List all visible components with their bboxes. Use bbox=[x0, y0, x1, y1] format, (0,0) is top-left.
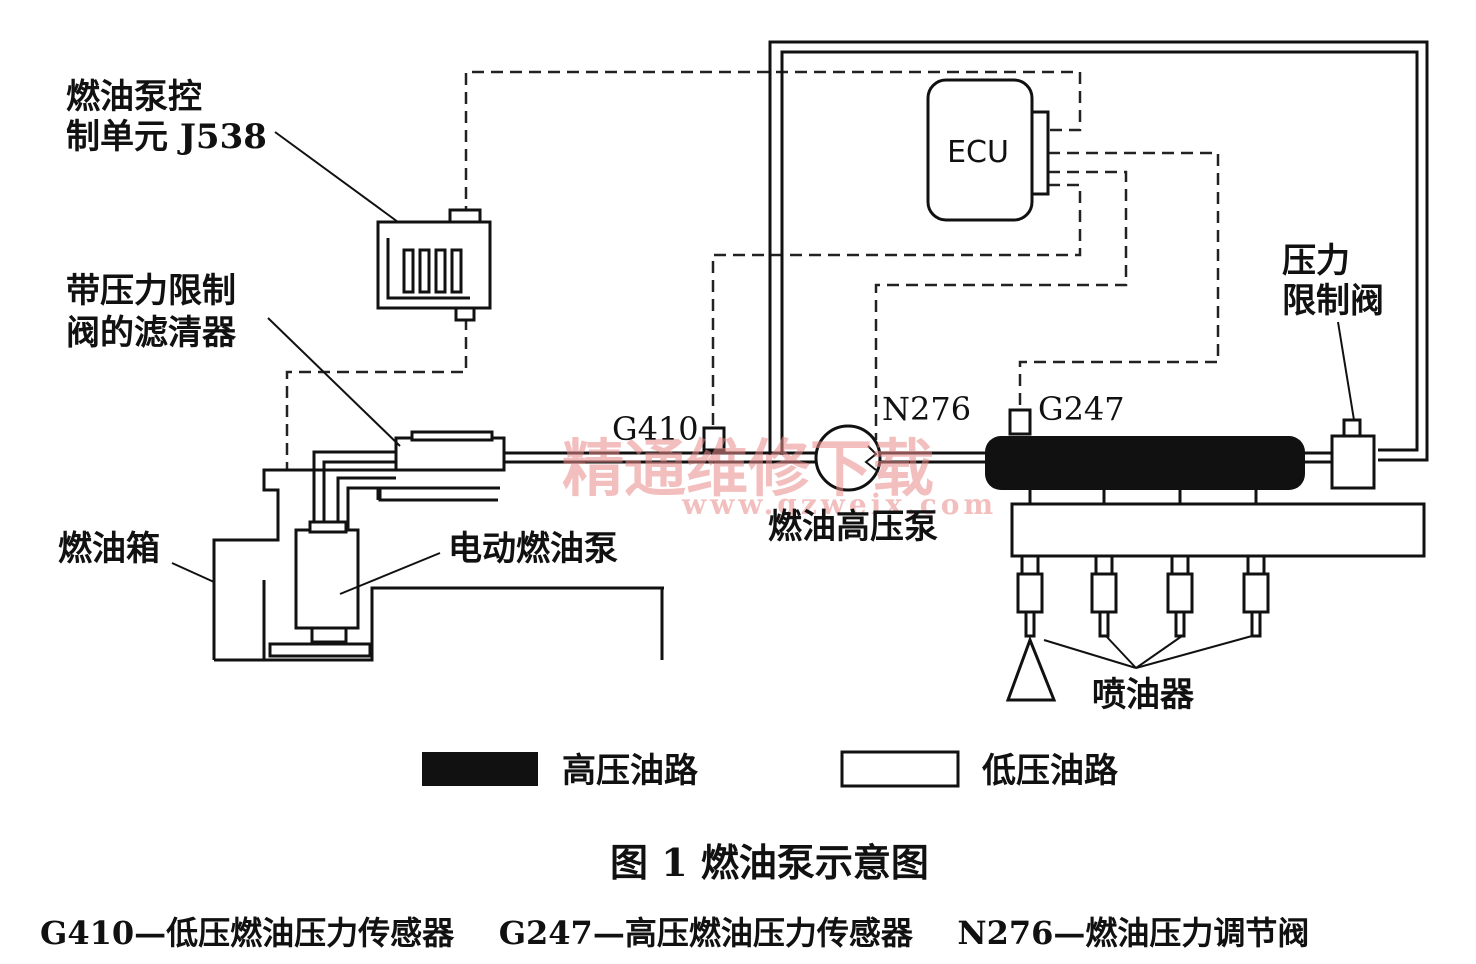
spray-cone bbox=[1005, 635, 1057, 702]
injector-3 bbox=[1166, 554, 1194, 638]
legend-low-label: 低压油路 bbox=[982, 751, 1119, 791]
fuel-tank bbox=[212, 468, 664, 662]
legend-high-label: 高压油路 bbox=[562, 751, 699, 791]
label-control-unit-1: 燃油泵控 bbox=[66, 77, 202, 117]
injector-4 bbox=[1242, 554, 1270, 638]
label-filter-1: 带压力限制 bbox=[66, 271, 236, 311]
label-n276: N276 bbox=[882, 390, 971, 428]
signal-wires bbox=[285, 70, 1220, 470]
filter bbox=[394, 430, 506, 472]
high-pressure-rail bbox=[985, 436, 1305, 490]
ecu: ECU bbox=[926, 78, 1050, 222]
high-pressure-pump bbox=[814, 424, 882, 492]
label-relief-1: 压力 bbox=[1282, 241, 1350, 281]
engine-block bbox=[1010, 502, 1426, 558]
label-electric-pump: 电动燃油泵 bbox=[448, 529, 618, 569]
low-pressure-line bbox=[312, 450, 1332, 530]
filter-leader bbox=[267, 317, 401, 447]
injector-leaders bbox=[1043, 635, 1253, 669]
legend-high-swatch bbox=[422, 752, 538, 786]
injectors bbox=[1005, 554, 1270, 702]
rail-stubs bbox=[1028, 490, 1258, 504]
label-injectors: 喷油器 bbox=[1092, 675, 1195, 715]
pressure-limiting-valve bbox=[1330, 418, 1376, 490]
control-unit-leader bbox=[274, 131, 399, 223]
label-relief-2: 限制阀 bbox=[1282, 281, 1384, 321]
watermark-url: www.gzweix.com bbox=[681, 488, 997, 521]
fuel-pump-control-unit bbox=[376, 208, 492, 322]
figure-note: G410—低压燃油压力传感器 G247—高压燃油压力传感器 N276—燃油压力调… bbox=[40, 914, 1309, 952]
relief-leader bbox=[1337, 321, 1355, 421]
legend-low-swatch bbox=[840, 750, 960, 788]
g410-sensor bbox=[702, 426, 726, 452]
return-line bbox=[768, 40, 1429, 462]
label-filter-2: 阀的滤清器 bbox=[66, 313, 237, 353]
figure-caption: 图 1 燃油泵示意图 bbox=[610, 840, 929, 885]
legend: 高压油路 低压油路 bbox=[422, 750, 1119, 791]
ecu-label: ECU bbox=[947, 135, 1009, 170]
tank-leader bbox=[171, 562, 215, 583]
pump-leader bbox=[339, 552, 441, 595]
label-g410: G410 bbox=[612, 410, 699, 448]
injector-1 bbox=[1016, 554, 1044, 638]
injector-2 bbox=[1090, 554, 1118, 638]
label-g247: G247 bbox=[1038, 390, 1125, 428]
g247-sensor bbox=[1008, 408, 1032, 436]
label-control-unit-2: 制单元 J538 bbox=[66, 117, 267, 157]
watermark-main: 精通维修下载 bbox=[562, 432, 934, 505]
label-hp-pump: 燃油高压泵 bbox=[768, 507, 938, 547]
label-tank: 燃油箱 bbox=[58, 529, 160, 569]
